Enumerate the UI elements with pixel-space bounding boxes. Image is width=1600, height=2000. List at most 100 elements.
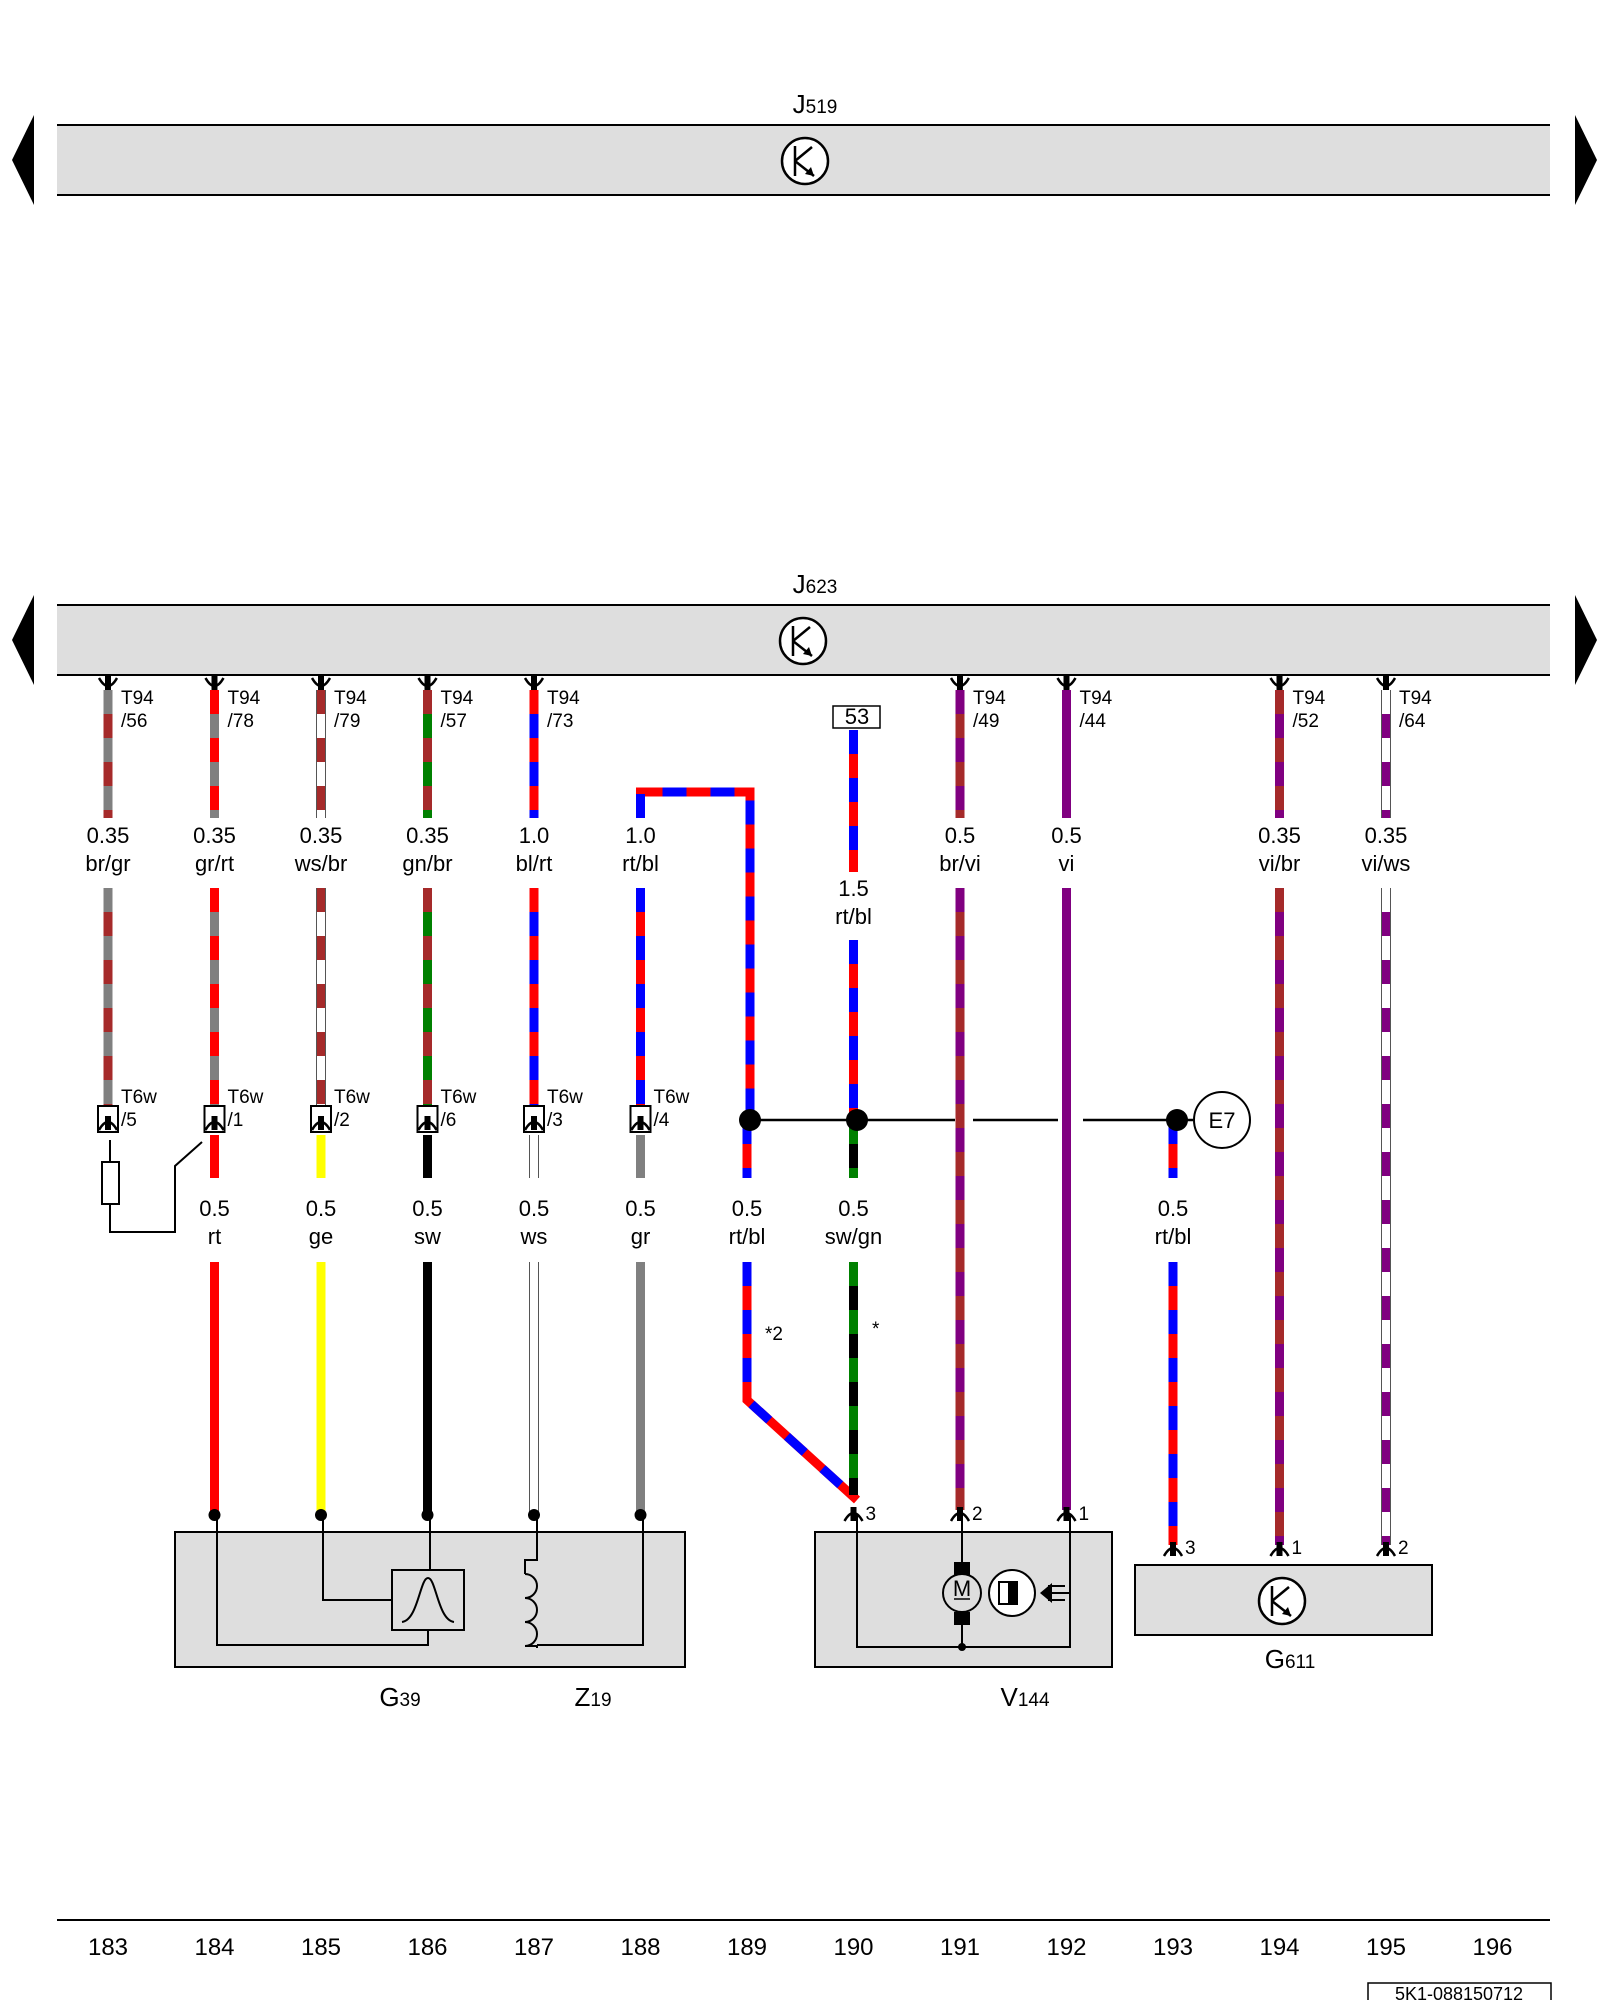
lower-wire-labels: 0.5rt0.5ge0.5sw0.5ws0.5gr0.5rt/bl0.5sw/g… [199, 1196, 1191, 1249]
wire-color-label: sw/gn [825, 1224, 882, 1249]
component-pin-number: 2 [1398, 1538, 1409, 1559]
sensor-connector-label: T6w [334, 1087, 370, 1108]
wire-size-label: 0.5 [625, 1196, 656, 1221]
connector-pin-icon [1269, 1542, 1290, 1557]
continue-right-arrow-icon [1575, 595, 1597, 685]
control-unit-icon [780, 136, 830, 186]
connector-pin-icon [630, 1116, 651, 1131]
wire-color-label: gr/rt [195, 851, 234, 876]
wire-color-label: bl/rt [516, 851, 553, 876]
upper-wire-labels: 0.35br/gr0.35gr/rt0.35ws/br0.35gn/br1.0b… [85, 823, 1410, 929]
wire-color-label: br/vi [939, 851, 981, 876]
ecu-connector-label: T94 [973, 688, 1006, 709]
sensor-pin-number: /2 [334, 1110, 350, 1131]
wire-size-label: 0.35 [1365, 823, 1408, 848]
g39-z19-internal-wiring [216, 1515, 644, 1648]
ecu-connector-label: T94 [441, 688, 474, 709]
column-number: 188 [620, 1934, 660, 1961]
wire-color-label: rt [208, 1224, 221, 1249]
connector-pin-icon [1056, 1507, 1077, 1522]
ecu-pin-number: /56 [121, 711, 147, 732]
connector-pin-icon [1056, 676, 1077, 690]
connector-pin-icon [1375, 1542, 1397, 1557]
ecu-connector-label: T94 [334, 688, 367, 709]
wire-segment [636, 787, 755, 1120]
pressure-valve-icon [988, 1569, 1070, 1617]
document-id: 5K1-088150712 [1395, 1984, 1523, 2000]
component-pin-number: 2 [972, 1504, 983, 1525]
continue-left-arrow-icon [12, 115, 34, 205]
document-id-box [1367, 1982, 1552, 2000]
connector-pin-icon [523, 676, 545, 690]
component-pin-number: 1 [1079, 1504, 1090, 1525]
wire-color-label: br/gr [85, 851, 130, 876]
connector-pin-icon [310, 676, 332, 690]
connector-pin-icon [310, 1116, 332, 1131]
column-number: 191 [940, 1934, 980, 1961]
wire-color-label: ws [520, 1224, 548, 1249]
ecu-pin-number: /57 [441, 711, 467, 732]
sensor-pin-number: /4 [654, 1110, 670, 1131]
component-g39-label: G39 [379, 1682, 420, 1712]
splice-bus [739, 1091, 1251, 1149]
column-number: 185 [301, 1934, 341, 1961]
column-number: 190 [833, 1934, 873, 1961]
motor-symbol-label: M [953, 1576, 971, 1601]
connector-pin-icon [523, 1116, 545, 1131]
ecu-connector-pins: T94/56T94/78T94/79T94/57T94/73T94/49T94/… [97, 676, 1432, 732]
sensor-pin-number: /5 [121, 1110, 137, 1131]
column-number: 196 [1472, 1934, 1512, 1961]
wire-color-label: vi [1059, 851, 1075, 876]
continue-right-arrow-icon [1575, 115, 1597, 205]
continue-left-arrow-icon [12, 595, 34, 685]
connector-pin-icon [97, 1116, 119, 1131]
wire-color-label: gr [631, 1224, 651, 1249]
component-z19-label: Z19 [574, 1682, 611, 1712]
column-number: 184 [194, 1934, 234, 1961]
wire-size-label: 1.5 [838, 876, 869, 901]
sensor-pin-number: /3 [547, 1110, 563, 1131]
footnote-marker: * [872, 1319, 880, 1340]
solder-joint [528, 1509, 540, 1521]
wire-color-label: vi/ws [1362, 851, 1411, 876]
wire-segment [742, 1262, 861, 1504]
terminal-53-label: 53 [845, 704, 869, 729]
connector-pin-icon [949, 676, 971, 690]
ecu-connector-label: T94 [121, 688, 154, 709]
connector-pin-icon [97, 676, 119, 690]
ecu-connector-label: T94 [1080, 688, 1113, 709]
wire-size-label: 0.5 [1051, 823, 1082, 848]
wire-color-label: gn/br [402, 851, 452, 876]
column-number: 183 [88, 1934, 128, 1961]
column-number: 189 [727, 1934, 767, 1961]
wire-size-label: 0.5 [412, 1196, 443, 1221]
wire-size-label: 0.5 [199, 1196, 230, 1221]
column-number: 193 [1153, 1934, 1193, 1961]
ecu-pin-number: /73 [547, 711, 573, 732]
wire-size-label: 0.35 [1258, 823, 1301, 848]
connector-pin-icon [949, 1507, 971, 1522]
component-pin-number: 3 [866, 1504, 877, 1525]
wire-size-label: 0.35 [193, 823, 236, 848]
solder-joint [634, 1509, 647, 1521]
solder-joint [208, 1509, 221, 1521]
wire-color-label: vi/br [1259, 851, 1301, 876]
column-number: 195 [1366, 1934, 1406, 1961]
wire-size-label: 0.5 [519, 1196, 550, 1221]
connector-pin-icon [417, 1116, 438, 1131]
ecu-connector-label: T94 [1399, 688, 1432, 709]
wire-color-label: sw [414, 1224, 441, 1249]
sensor-connector-label: T6w [441, 1087, 477, 1108]
module-j519-label: J519 [793, 89, 838, 119]
connector-pin-icon [204, 1116, 225, 1131]
wire-size-label: 0.5 [945, 823, 976, 848]
ecu-pin-number: /64 [1399, 711, 1426, 732]
wire-color-label: rt/bl [835, 904, 872, 929]
ecu-pin-number: /52 [1293, 711, 1319, 732]
component-pin-number: 1 [1292, 1538, 1303, 1559]
ecu-connector-label: T94 [1293, 688, 1326, 709]
wire-size-label: 0.35 [300, 823, 343, 848]
wire-size-label: 0.5 [1158, 1196, 1189, 1221]
